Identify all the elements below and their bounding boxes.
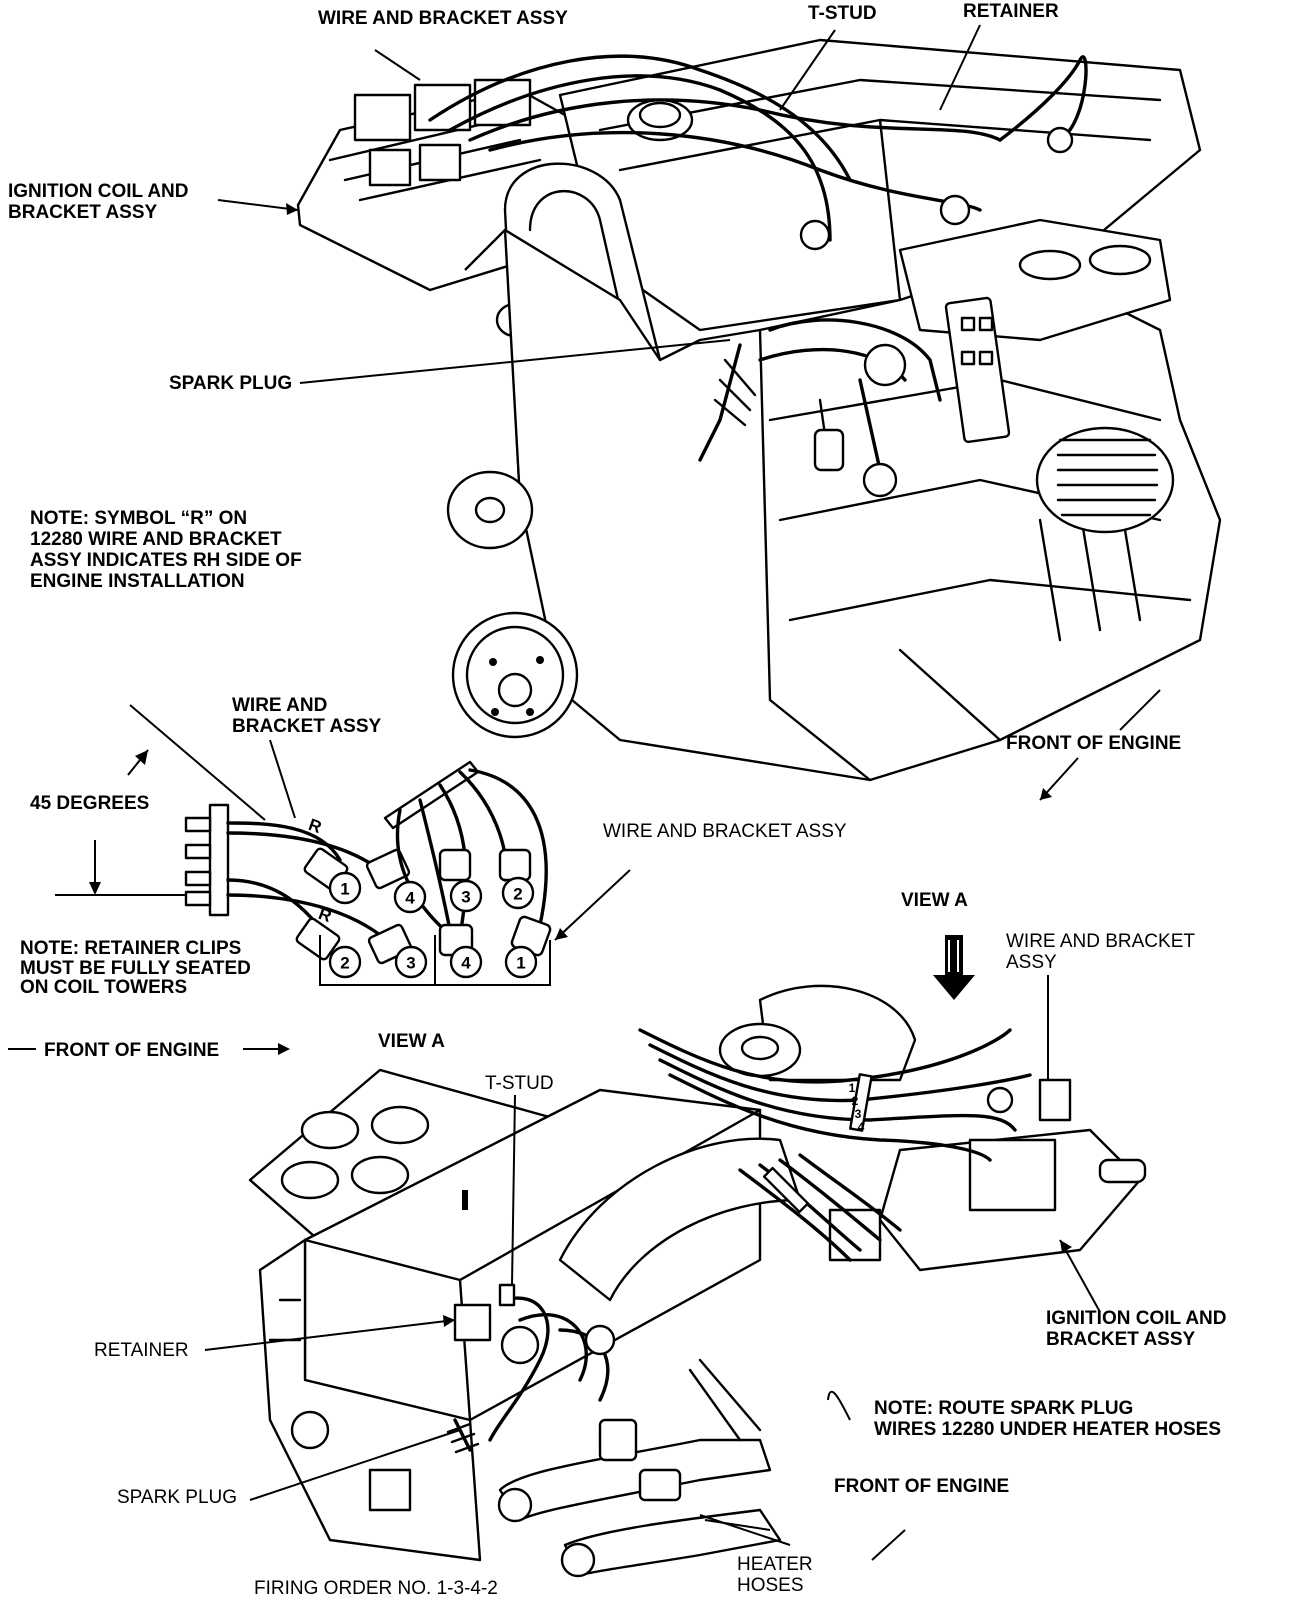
label-retainer-top: RETAINER xyxy=(963,1,1059,22)
label-spark-plug-view-a: SPARK PLUG xyxy=(117,1487,238,1508)
svg-text:4: 4 xyxy=(405,889,415,908)
boot-number-2-lower: 2 xyxy=(328,945,362,979)
boot-number-4-lower: 4 xyxy=(449,945,483,979)
note-route-wires-2: WIRES 12280 UNDER HEATER HOSES xyxy=(874,1419,1222,1440)
label-front-of-engine-left: FRONT OF ENGINE xyxy=(44,1040,220,1061)
label-wire-bracket-view-a-1: WIRE AND BRACKET xyxy=(1006,931,1195,952)
svg-text:1: 1 xyxy=(340,880,349,899)
label-heater-hoses-2: HOSES xyxy=(737,1575,804,1596)
label-45-degrees: 45 DEGREES xyxy=(30,793,150,814)
boot-number-3-lower: 3 xyxy=(394,945,428,979)
svg-text:2: 2 xyxy=(340,954,349,973)
wire-number-3: 3 xyxy=(855,1107,862,1121)
label-ignition-coil-view-a-2: BRACKET ASSY xyxy=(1046,1329,1196,1350)
note-symbol-r-4: ENGINE INSTALLATION xyxy=(30,571,245,592)
label-wire-bracket-assy-top: WIRE AND BRACKET ASSY xyxy=(318,8,568,29)
top-leaders xyxy=(217,24,1161,801)
view-a-leaders xyxy=(8,975,1101,1561)
boot-number-3-upper: 3 xyxy=(449,879,483,913)
boot-number-1-upper: 1 xyxy=(328,871,362,905)
label-front-of-engine-right: FRONT OF ENGINE xyxy=(834,1476,1010,1497)
note-retainer-clips-3: ON COIL TOWERS xyxy=(20,977,188,998)
note-symbol-r-1: NOTE: SYMBOL “R” ON xyxy=(30,508,248,529)
label-ignition-coil-top-1: IGNITION COIL AND xyxy=(8,181,189,202)
label-retainer-view-a: RETAINER xyxy=(94,1340,189,1361)
label-view-a-marker: VIEW A xyxy=(901,890,968,911)
label-spark-plug-top: SPARK PLUG xyxy=(169,373,293,394)
wire-mark-r-upper: R xyxy=(306,815,324,837)
label-t-stud-top: T-STUD xyxy=(808,3,877,24)
svg-text:1: 1 xyxy=(516,954,525,973)
label-t-stud-view-a: T-STUD xyxy=(485,1073,554,1094)
label-wire-bracket-view-a-2: ASSY xyxy=(1006,952,1057,973)
label-wire-and-detail-2: BRACKET ASSY xyxy=(232,716,382,737)
note-symbol-r-2: 12280 WIRE AND BRACKET xyxy=(30,529,282,550)
svg-text:4: 4 xyxy=(461,954,471,973)
label-front-of-engine-top: FRONT OF ENGINE xyxy=(1006,733,1182,754)
svg-text:2: 2 xyxy=(513,885,522,904)
note-retainer-clips-2: MUST BE FULLY SEATED xyxy=(20,958,251,979)
wire-number-1: 1 xyxy=(849,1081,856,1095)
label-ignition-coil-view-a-1: IGNITION COIL AND xyxy=(1046,1308,1227,1329)
top-engine-drawing xyxy=(296,38,1222,782)
boot-number-2-upper: 2 xyxy=(501,876,535,910)
wire-number-2: 2 xyxy=(852,1094,859,1108)
svg-text:3: 3 xyxy=(406,954,415,973)
svg-text:3: 3 xyxy=(461,888,470,907)
note-route-wires-1: NOTE: ROUTE SPARK PLUG xyxy=(874,1398,1134,1419)
note-retainer-clips-1: NOTE: RETAINER CLIPS xyxy=(20,938,242,959)
label-wire-bracket-assy-detail: WIRE AND BRACKET ASSY xyxy=(603,821,847,842)
wire-mark-r-lower: R xyxy=(316,904,334,926)
view-a-drawing: 1 2 3 4 xyxy=(248,935,1147,1578)
label-ignition-coil-top-2: BRACKET ASSY xyxy=(8,202,158,223)
label-view-a-title: VIEW A xyxy=(378,1031,445,1052)
wire-number-4: 4 xyxy=(858,1120,865,1134)
coil-detail-drawing: R R 1 xyxy=(55,704,631,986)
label-firing-order: FIRING ORDER NO. 1-3-4-2 xyxy=(254,1578,498,1599)
boot-number-1-lower: 1 xyxy=(504,945,538,979)
label-heater-hoses-1: HEATER xyxy=(737,1554,813,1575)
note-symbol-r-3: ASSY INDICATES RH SIDE OF xyxy=(30,550,302,571)
boot-number-4-upper: 4 xyxy=(393,880,427,914)
label-wire-and-detail-1: WIRE AND xyxy=(232,695,328,716)
